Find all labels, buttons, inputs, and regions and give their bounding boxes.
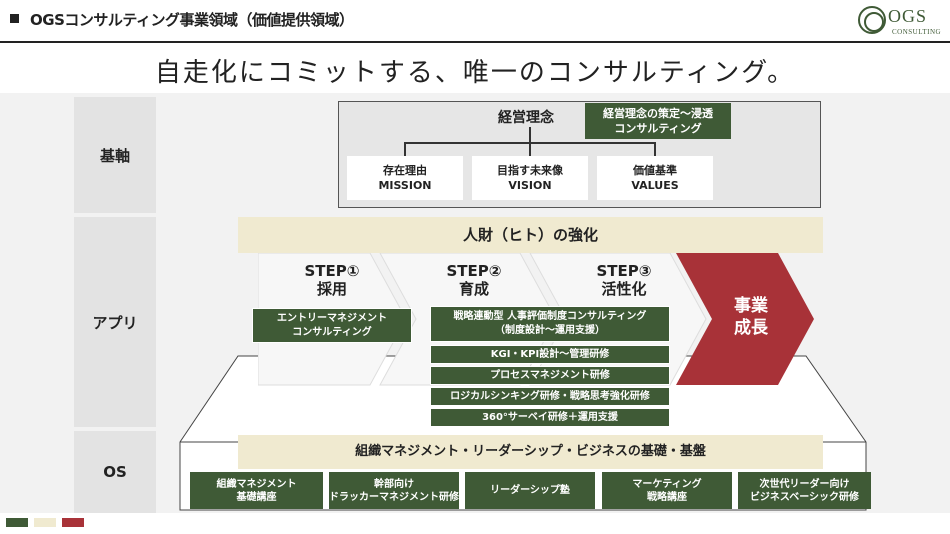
- step3-label: STEP③ 活性化: [596, 262, 652, 298]
- title-bullet: [10, 14, 19, 23]
- page-title: OGSコンサルティング事業領域（価値提供領域）: [30, 11, 354, 29]
- card-label: MISSION: [378, 179, 432, 192]
- connector-line: [529, 142, 531, 156]
- vision-card: 目指す未来像 VISION: [472, 156, 588, 200]
- os-foundation-bar: 組織マネジメント・リーダーシップ・ビジネスの基礎・基盤: [238, 435, 823, 469]
- step2-label: STEP② 育成: [446, 262, 502, 298]
- card-label: 価値基準: [633, 164, 677, 177]
- logo-mark-icon: [858, 6, 886, 34]
- dev-item-process: プロセスマネジメント研修: [430, 366, 670, 385]
- connector-line: [654, 142, 656, 156]
- os-card-marketing: マーケティング 戦略講座: [602, 472, 732, 509]
- connector-line: [529, 127, 531, 143]
- headline: 自走化にコミットする、唯一のコンサルティング。: [154, 58, 796, 88]
- swatch-red: [62, 518, 84, 527]
- philosophy-consulting-badge: 経営理念の策定～浸透 コンサルティング: [585, 103, 731, 139]
- os-card-drucker: 幹部向け ドラッカーマネジメント研修: [329, 472, 459, 509]
- dev-item-logical: ロジカルシンキング研修・戦略思考強化研修: [430, 387, 670, 406]
- logo-subtext: CONSULTING: [892, 28, 942, 36]
- business-growth-label: 事業 成長: [734, 296, 768, 338]
- logo-text: OGS: [888, 6, 928, 26]
- side-label-app: アプリ: [74, 217, 156, 427]
- swatch-beige: [34, 518, 56, 527]
- dev-item-360: 360°サーベイ研修＋運用支援: [430, 408, 670, 427]
- header-divider: [0, 41, 950, 43]
- philosophy-title: 経営理念: [498, 110, 554, 126]
- ogs-logo: OGS CONSULTING: [858, 4, 948, 40]
- step1-label: STEP① 採用: [304, 262, 360, 298]
- os-card-next-gen: 次世代リーダー向け ビジネスベーシック研修: [738, 472, 871, 509]
- os-card-leadership: リーダーシップ塾: [465, 472, 595, 509]
- values-card: 価値基準 VALUES: [597, 156, 713, 200]
- side-label-os: OS: [74, 431, 156, 513]
- card-label: 目指す未来像: [497, 164, 563, 177]
- entry-management-box: エントリーマネジメント コンサルティング: [252, 308, 412, 343]
- side-label-base: 基軸: [74, 97, 156, 213]
- connector-line: [404, 142, 406, 156]
- card-label: VALUES: [631, 179, 679, 192]
- mission-card: 存在理由 MISSION: [347, 156, 463, 200]
- talent-strengthening-bar: 人財（ヒト）の強化: [238, 217, 823, 253]
- card-label: VISION: [508, 179, 552, 192]
- card-label: 存在理由: [383, 164, 427, 177]
- os-card-org-management: 組織マネジメント 基礎講座: [190, 472, 323, 509]
- swatch-green: [6, 518, 28, 527]
- hr-evaluation-box: 戦略連動型 人事評価制度コンサルティング （制度設計～運用支援）: [430, 306, 670, 342]
- dev-item-kgi: KGI・KPI設計～管理研修: [430, 345, 670, 364]
